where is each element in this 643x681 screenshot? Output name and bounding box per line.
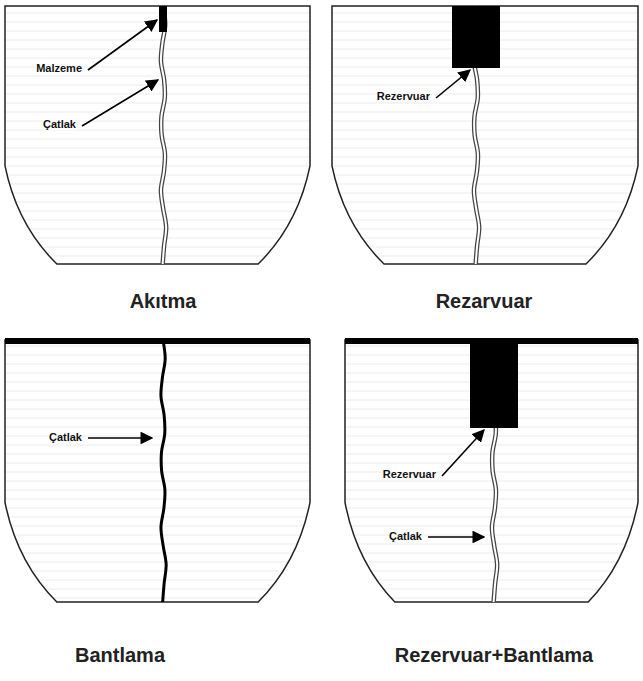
method-caption: Akıtma: [130, 290, 197, 312]
part-label: Çatlak: [43, 118, 76, 130]
sealant: [159, 6, 167, 32]
method-caption: Rezarvuar: [436, 290, 533, 312]
pavement-section: [5, 6, 310, 264]
reservoir: [452, 6, 500, 68]
method-caption: Bantlama: [75, 644, 165, 666]
filled-crack: [161, 340, 166, 602]
leader-arrow: [88, 437, 152, 439]
reservoir: [470, 340, 518, 428]
leader-arrow: [88, 20, 157, 70]
crack: [161, 6, 166, 264]
pavement-section: [345, 340, 638, 602]
part-label: Rezervuar: [383, 468, 436, 480]
part-label: Çatlak: [49, 431, 82, 443]
pavement-section: [5, 340, 310, 602]
leader-arrow: [428, 536, 484, 538]
part-label: Malzeme: [36, 62, 82, 74]
part-label: Rezervuar: [377, 90, 430, 102]
leader-arrow: [436, 70, 470, 98]
method-caption: Rezervuar+Bantlama: [395, 644, 593, 666]
leader-arrow: [82, 80, 158, 126]
part-label: Çatlak: [389, 530, 422, 542]
pavement-section: [332, 6, 638, 264]
crack-gap: [161, 6, 166, 264]
band-layer: [5, 338, 310, 344]
leader-arrow: [442, 430, 484, 476]
